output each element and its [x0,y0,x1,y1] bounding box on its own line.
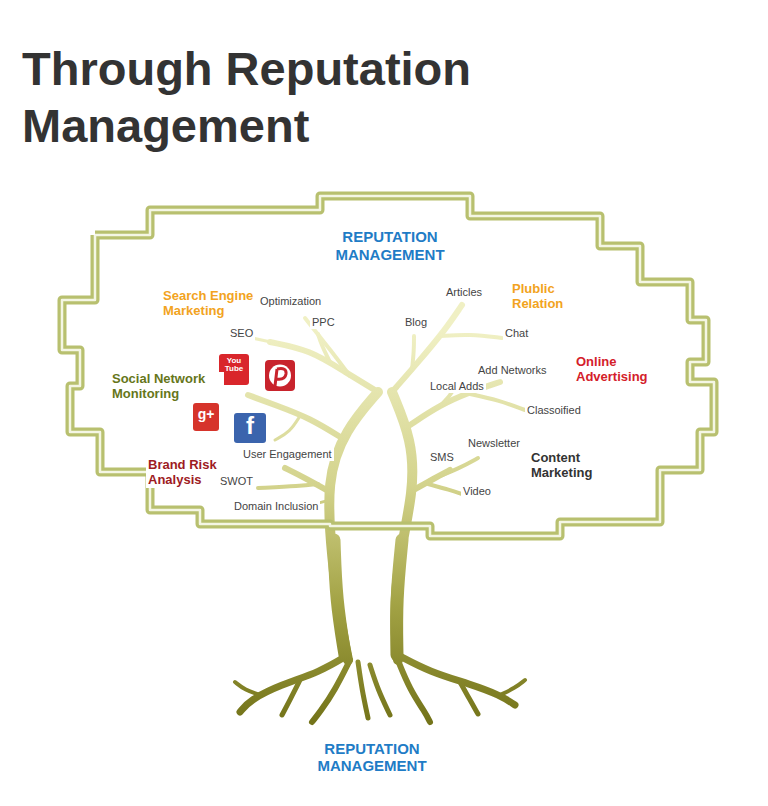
page-title: Through Reputation Management [22,40,542,155]
category-label: Online Advertising [574,355,666,385]
leaf-label: Chat [503,327,530,340]
leaf-label: Optimization [258,295,323,308]
tree-branch [460,682,478,714]
tree-branch [412,336,414,370]
category-label: Brand Risk Analysis [146,458,228,488]
leaf-label: SWOT [218,475,255,488]
category-label: Plublic Relation [510,282,576,312]
leaf-label: SMS [428,451,456,464]
leaf-label: PPC [310,316,337,329]
leaf-label: SEO [228,327,255,340]
pinterest-logo [269,365,291,387]
leaf-label: Blog [403,316,429,329]
tree-branch [500,680,525,695]
tree-branch [258,484,318,488]
tree-branch [428,484,462,494]
googleplus-icon [193,403,219,431]
tree-branch [240,655,348,712]
leaf-label: Domain Inclusion [232,500,320,513]
canopy-outline [62,196,714,536]
tree-branch [334,540,345,655]
tree-branch [285,468,330,492]
tree-branch [470,394,525,410]
tree-branch [397,540,402,655]
leaf-label: Local Adds [428,380,486,393]
leaf-label: Classoified [525,404,583,417]
icon-text: g+ [193,407,219,422]
icon-text: You Tube [219,357,249,374]
leaf-label: Video [461,485,493,498]
tree-branch [440,392,452,406]
canopy-outline [62,196,714,536]
tree-branch [282,680,300,715]
category-label: Social Network Monitoring [110,372,224,402]
canopy-heading: REPUTATION MANAGEMENT [334,228,446,264]
leaf-label: User Engagement [241,448,334,461]
leaf-label: Add Networks [476,364,548,377]
tree-branch [398,655,515,705]
tree-branch [392,305,462,392]
tree-branch [358,662,368,718]
pinterest-logo [275,369,286,386]
leaf-label: Articles [444,286,484,299]
facebook-icon [234,413,266,443]
tree-branch [252,338,290,346]
root-heading: REPUTATION MANAGEMENT [316,740,428,775]
tree-branch [440,335,502,338]
tree-branch [235,682,260,695]
tree-branch [275,416,300,440]
leaf-label: Newsletter [466,437,522,450]
category-label: Content Marketing [529,451,613,481]
icon-text: f [234,413,266,438]
pinterest-icon [265,360,295,391]
tree-branch [312,660,350,722]
tree-branch [370,665,390,715]
category-label: Search Engine Marketing [161,289,265,319]
